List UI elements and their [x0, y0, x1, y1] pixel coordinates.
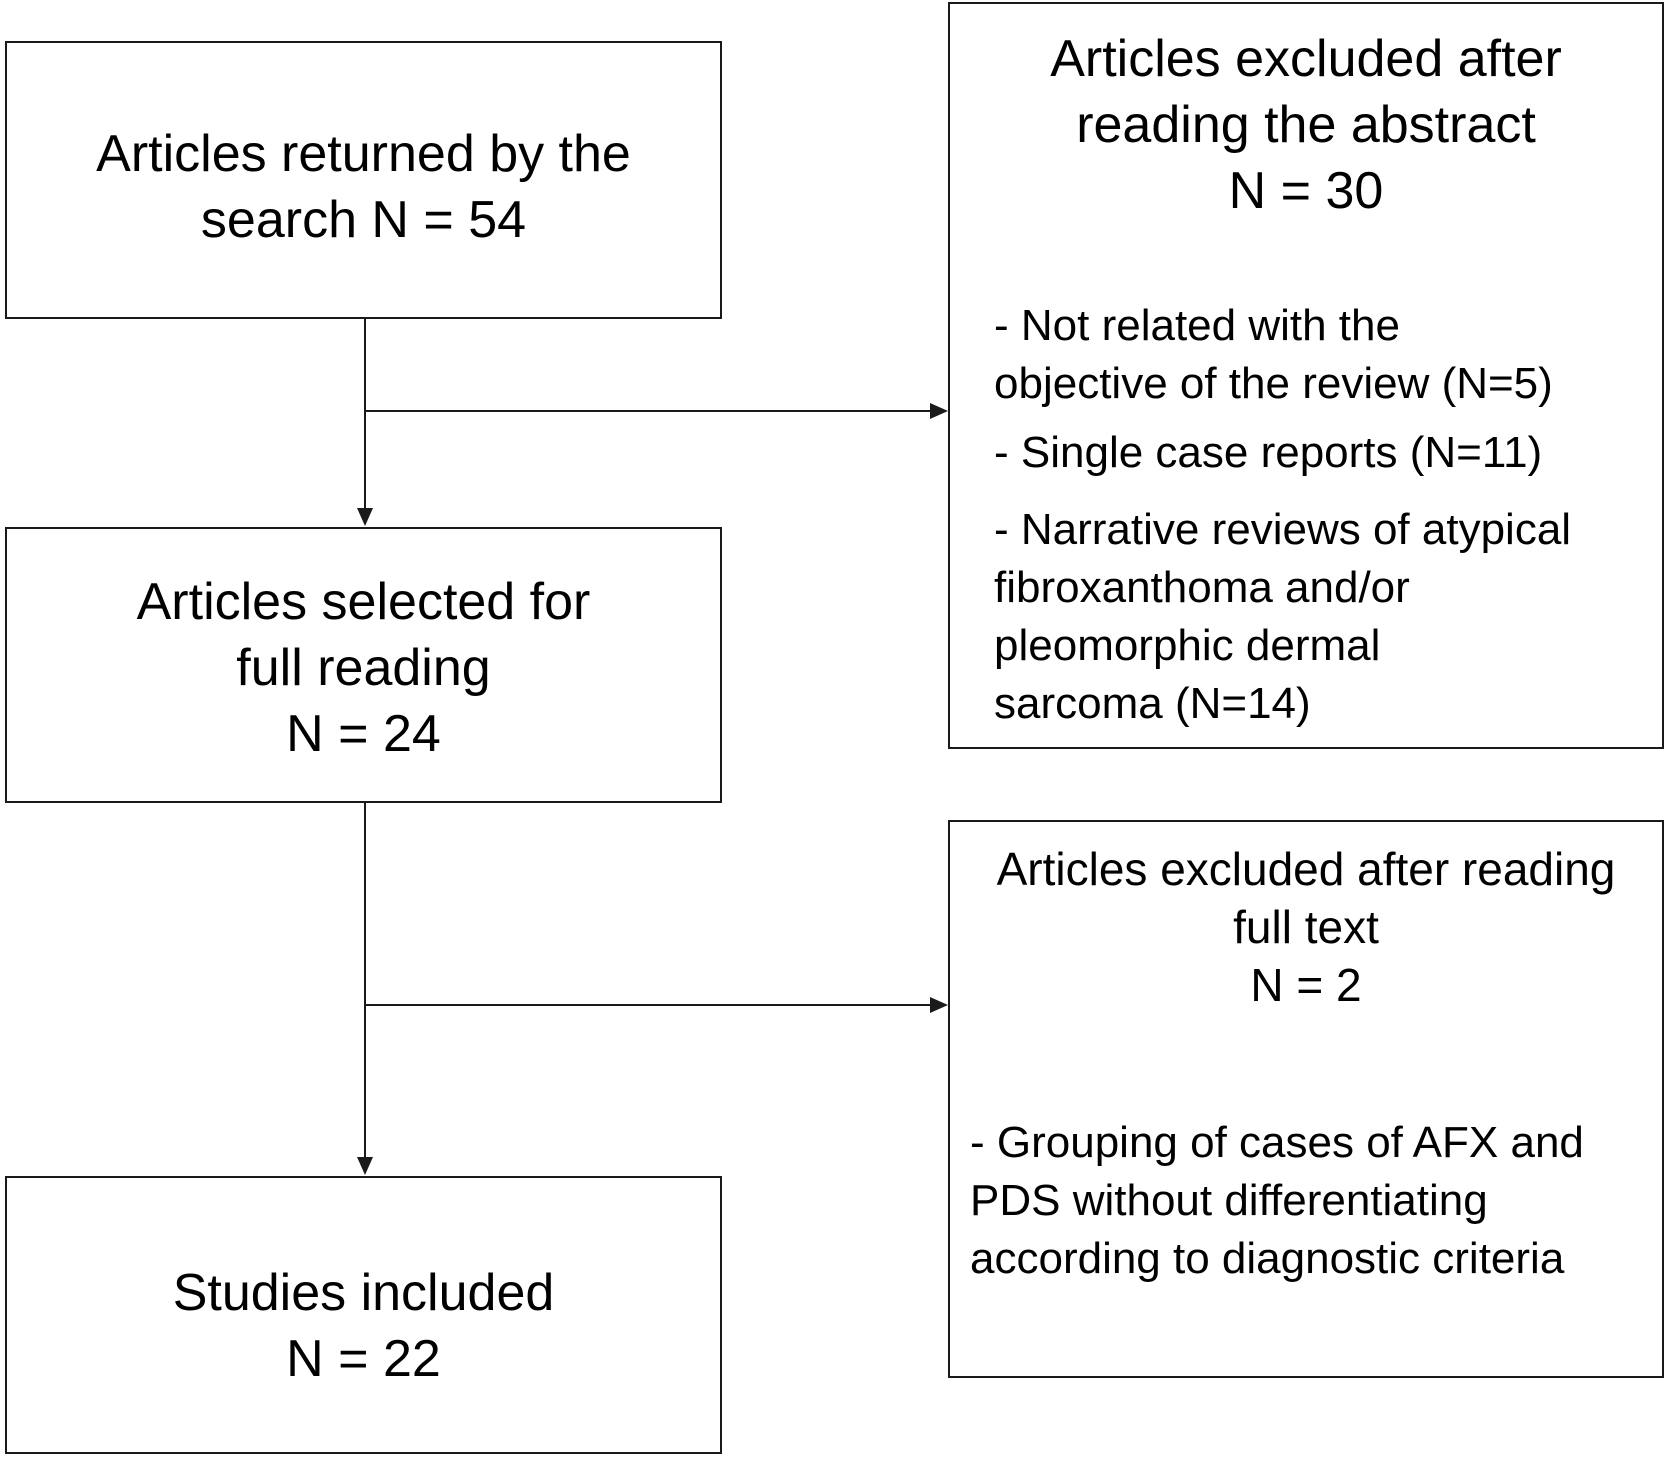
search-results-box: Articles returned by the search N = 54: [5, 41, 722, 319]
included-count: N = 22: [286, 1330, 441, 1388]
reason-grouping-line2: PDS without differentiating: [970, 1176, 1488, 1225]
arrowhead-fulltext-exclusion: [930, 997, 948, 1013]
abstract-exclusion-box: Articles excluded after reading the abst…: [948, 2, 1664, 749]
fulltext-exclusion-count: N = 2: [1250, 959, 1362, 1011]
fulltext-exclusion-box: Articles excluded after reading full tex…: [948, 820, 1664, 1378]
arrowhead-full-reading: [357, 508, 373, 526]
reason-narrative-line3: pleomorphic dermal: [994, 621, 1381, 670]
arrowhead-included: [357, 1157, 373, 1175]
included-line1: Studies included: [172, 1264, 555, 1322]
reason-single-case: - Single case reports (N=11): [994, 428, 1543, 477]
full-reading-count: N = 24: [286, 705, 441, 763]
reason-narrative-line1: - Narrative reviews of atypical: [994, 505, 1572, 554]
arrowhead-abstract-exclusion: [930, 403, 948, 419]
full-reading-box: Articles selected for full reading N = 2…: [5, 527, 722, 803]
reason-grouping-line1: - Grouping of cases of AFX and: [970, 1118, 1584, 1167]
studies-included-box: Studies included N = 22: [5, 1176, 722, 1454]
abstract-exclusion-line1: Articles excluded after: [1050, 30, 1562, 88]
reason-not-related-line2: objective of the review (N=5): [994, 359, 1553, 408]
reason-grouping-line3: according to diagnostic criteria: [970, 1234, 1565, 1283]
search-box-line1: Articles returned by the: [96, 125, 631, 183]
fulltext-exclusion-line2: full text: [1233, 901, 1379, 953]
full-reading-line1: Articles selected for: [136, 573, 591, 631]
reason-narrative-line4: sarcoma (N=14): [994, 679, 1311, 728]
fulltext-exclusion-line1: Articles excluded after reading: [996, 843, 1616, 895]
reason-narrative-line2: fibroxanthoma and/or: [994, 563, 1410, 612]
abstract-exclusion-line2: reading the abstract: [1076, 96, 1536, 154]
search-box-line2: search N = 54: [200, 191, 527, 249]
reason-not-related-line1: - Not related with the: [994, 301, 1400, 350]
full-reading-line2: full reading: [236, 639, 491, 697]
abstract-exclusion-count: N = 30: [1228, 162, 1384, 220]
